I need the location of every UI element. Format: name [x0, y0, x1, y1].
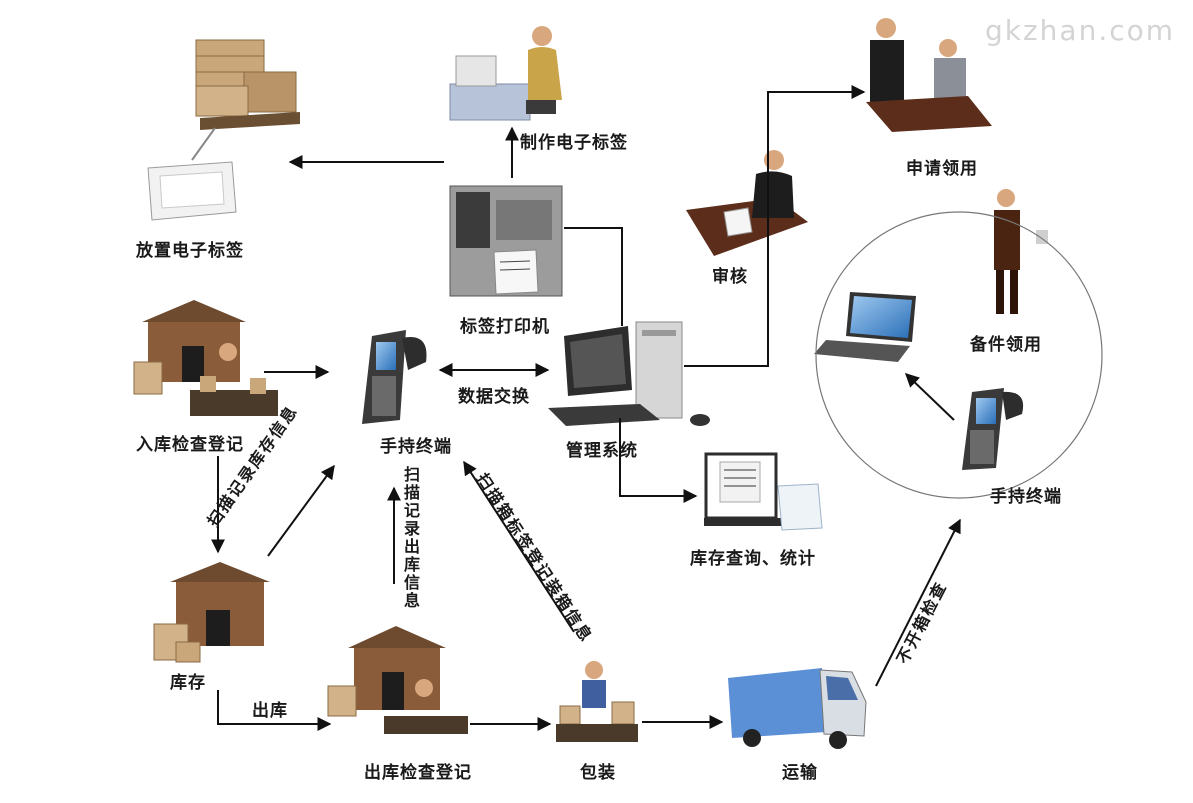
edge-transport-to-check	[875, 518, 961, 687]
outbound-warehouse-icon	[327, 626, 468, 734]
label-data-exchange: 数据交换	[458, 387, 530, 407]
handheld-terminal-icon	[362, 330, 427, 424]
label-outbound: 出库	[252, 701, 288, 721]
person-computer-icon	[449, 26, 562, 121]
edge-storage-to-outbound	[217, 690, 332, 731]
label-apply: 申请领用	[906, 159, 978, 179]
warehouse-inbound-icon	[133, 300, 278, 416]
apply-scene-icon	[866, 18, 992, 132]
review-desk-icon	[686, 150, 808, 256]
label-label-printer: 标签打印机	[460, 317, 550, 337]
spare-parts-person-icon	[994, 189, 1048, 314]
packing-icon	[556, 661, 638, 742]
edge-storage-scan	[267, 464, 335, 557]
label-review: 审核	[712, 267, 748, 287]
label-outbound-check: 出库检查登记	[364, 763, 472, 783]
label-packing: 包装	[580, 763, 616, 783]
storage-warehouse-icon	[153, 562, 270, 663]
label-storage: 库存	[170, 673, 206, 693]
truck-icon	[728, 668, 867, 749]
edge-packing-scan	[463, 460, 575, 633]
label-handheld-right: 手持终端	[990, 487, 1062, 507]
label-printer-icon	[449, 185, 563, 297]
spare-parts-cycle-circle	[815, 211, 1103, 499]
management-computer-icon	[548, 321, 710, 426]
edge-system-to-apply	[684, 85, 866, 367]
inventory-screen-icon	[704, 452, 823, 531]
watermark-text: gkzhan.com	[985, 14, 1176, 47]
label-management-system: 管理系统	[566, 441, 638, 461]
label-handheld: 手持终端	[380, 437, 452, 457]
edge-system-to-inventory	[619, 418, 698, 503]
rfid-reader-icon	[147, 127, 237, 221]
label-inventory-query: 库存查询、统计	[690, 549, 816, 569]
label-spare-parts: 备件领用	[970, 335, 1042, 355]
label-transport: 运输	[782, 763, 818, 783]
edge-label-scan-outbound: 扫描记录出库信息	[401, 466, 420, 610]
edge-handheld-to-laptop	[904, 373, 955, 421]
label-place-label: 放置电子标签	[136, 241, 244, 261]
label-make-label: 制作电子标签	[520, 133, 628, 153]
handheld-terminal-right-icon	[962, 388, 1024, 470]
laptop-icon	[814, 292, 916, 362]
label-inbound-check: 入库检查登记	[136, 435, 244, 455]
edge-printer-to-system	[564, 227, 623, 326]
stacked-boxes-icon	[195, 39, 300, 130]
